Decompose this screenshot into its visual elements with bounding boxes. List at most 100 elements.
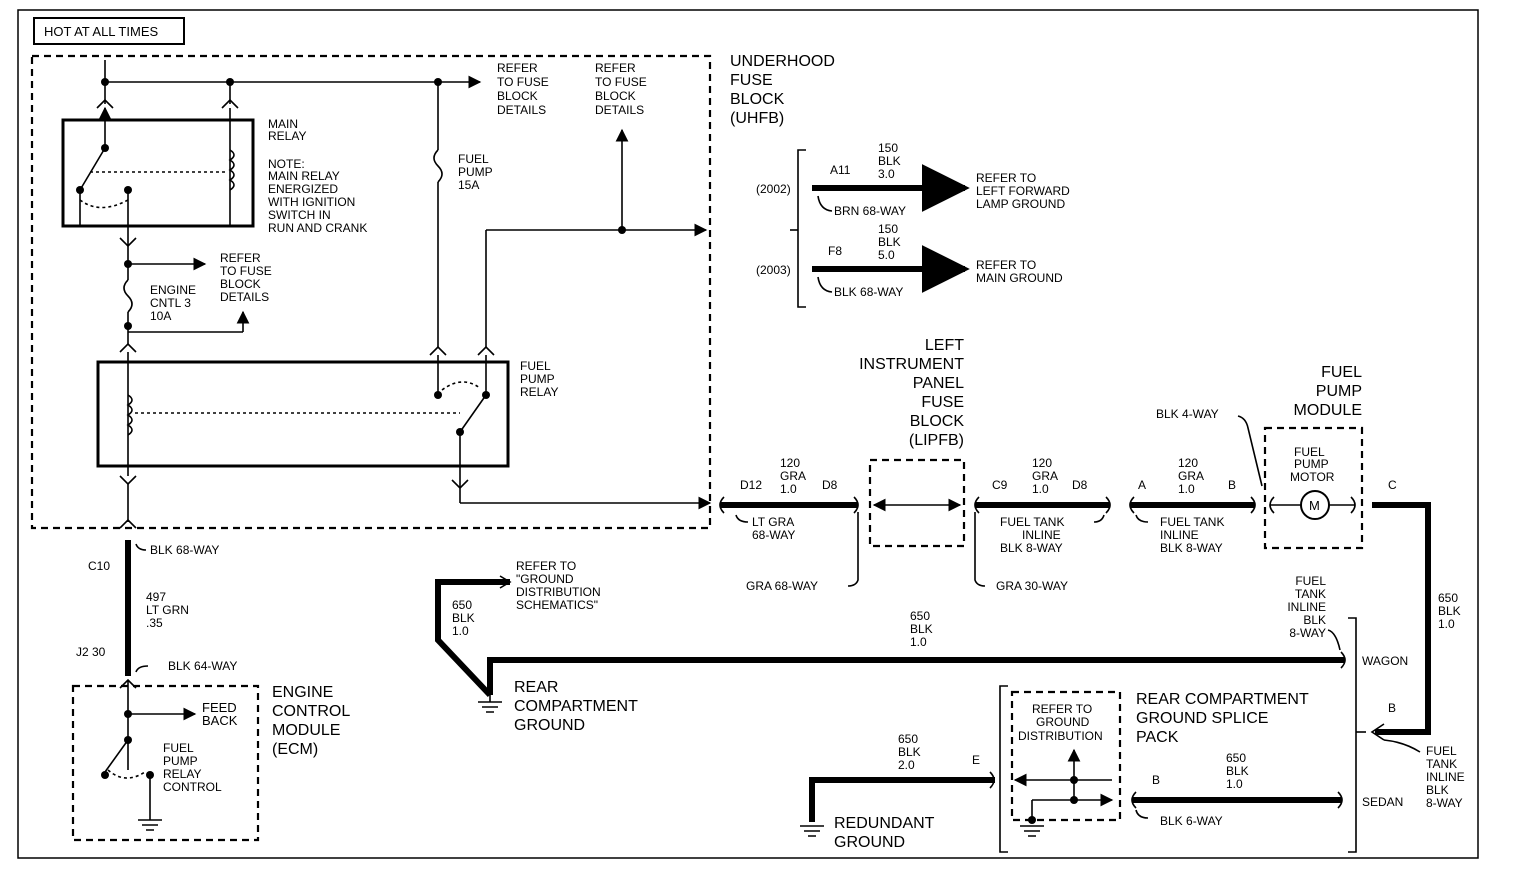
svg-text:REFER TO: REFER TO (516, 559, 576, 573)
conn-lt-gra-68: LT GRA 68-WAY (752, 515, 795, 542)
engine-fuse-symbol (123, 279, 133, 313)
svg-text:BLK: BLK (878, 235, 901, 249)
svg-text:FUEL: FUEL (1426, 744, 1457, 758)
wagon-sedan-bracket (1348, 617, 1357, 853)
svg-text:GRA: GRA (1032, 469, 1058, 483)
svg-text:PUMP: PUMP (520, 372, 555, 386)
refer-fuse-2: REFER TO FUSE BLOCK DETAILS (595, 61, 647, 117)
svg-text:FUEL: FUEL (163, 741, 194, 755)
svg-text:FUEL: FUEL (1294, 445, 1325, 459)
redundant-ground-icon (800, 825, 824, 837)
svg-text:GRA: GRA (780, 469, 806, 483)
svg-text:1.0: 1.0 (1178, 482, 1195, 496)
svg-text:120: 120 (780, 456, 800, 470)
conn-gra-68: GRA 68-WAY (746, 579, 818, 593)
svg-text:CONTROL: CONTROL (163, 780, 222, 794)
year-2003: (2003) (756, 263, 791, 277)
svg-text:PUMP: PUMP (163, 754, 198, 768)
fuel-pump-fuse-symbol (433, 149, 443, 183)
fuel-pump-relay-box (96, 360, 510, 468)
svg-text:BLK: BLK (1426, 783, 1449, 797)
lipfb-outline (868, 458, 966, 548)
wire-120-c-label: 120 GRA 1.0 (1178, 456, 1204, 496)
svg-text:REAR: REAR (514, 679, 558, 696)
svg-text:10A: 10A (150, 309, 171, 323)
outer-frame (17, 9, 1479, 859)
svg-text:INLINE: INLINE (1022, 528, 1061, 542)
pin-d8-b: D8 (1072, 478, 1088, 492)
header-title: HOT AT ALL TIMES (44, 24, 158, 39)
svg-text:BACK: BACK (202, 713, 238, 728)
wire-650-wagon (487, 657, 1345, 695)
wire-650-pump-label: 650 BLK 1.0 (1438, 591, 1461, 631)
svg-text:BLK: BLK (898, 745, 921, 759)
svg-text:REFER TO: REFER TO (976, 258, 1036, 272)
pump-module-outline (1263, 426, 1364, 550)
pin-c: C (1388, 478, 1397, 492)
svg-text:DISTRIBUTION: DISTRIBUTION (1018, 729, 1103, 743)
svg-text:UNDERHOOD: UNDERHOOD (730, 53, 835, 70)
svg-text:MAIN RELAY: MAIN RELAY (268, 169, 340, 183)
dest-main-ground: REFER TO MAIN GROUND (976, 258, 1063, 285)
svg-text:15A: 15A (458, 178, 479, 192)
splice-ground-icon (1020, 825, 1044, 837)
svg-text:650: 650 (452, 598, 472, 612)
svg-text:650: 650 (898, 732, 918, 746)
svg-text:REFER TO: REFER TO (1032, 702, 1092, 716)
svg-text:650: 650 (1438, 591, 1458, 605)
svg-text:NOTE:: NOTE: (268, 157, 305, 171)
wire-120-b-label: 120 GRA 1.0 (1032, 456, 1058, 496)
svg-text:LEFT FORWARD: LEFT FORWARD (976, 184, 1070, 198)
rear-ground-name: REAR COMPARTMENT GROUND (514, 679, 638, 734)
svg-text:1.0: 1.0 (452, 624, 469, 638)
label-wagon: WAGON (1362, 654, 1408, 668)
svg-text:3.0: 3.0 (878, 167, 895, 181)
svg-text:150: 150 (878, 222, 898, 236)
ecm-feedback-label: FEED BACK (202, 700, 238, 728)
pin-d12: D12 (740, 478, 762, 492)
wire-120-a-label: 120 GRA 1.0 (780, 456, 806, 496)
svg-text:FUSE: FUSE (921, 394, 964, 411)
svg-text:ENGINE: ENGINE (272, 684, 333, 701)
svg-text:RELAY: RELAY (268, 129, 306, 143)
year-bracket (797, 149, 806, 308)
wire-150-5: 150 BLK 5.0 (878, 222, 901, 262)
svg-text:BLK: BLK (452, 611, 475, 625)
svg-text:TO FUSE: TO FUSE (497, 75, 549, 89)
svg-text:(ECM): (ECM) (272, 741, 318, 758)
svg-text:CONTROL: CONTROL (272, 703, 350, 720)
svg-text:BLK: BLK (1303, 613, 1326, 627)
svg-text:BLK: BLK (910, 622, 933, 636)
uhfb-name: UNDERHOOD FUSE BLOCK (UHFB) (730, 53, 835, 127)
svg-text:ENERGIZED: ENERGIZED (268, 182, 338, 196)
svg-text:120: 120 (1032, 456, 1052, 470)
svg-text:5.0: 5.0 (878, 248, 895, 262)
wire-650-rear-a (435, 579, 510, 698)
ecm-outline (71, 684, 260, 842)
svg-text:1.0: 1.0 (780, 482, 797, 496)
refer-fuse-3: REFER TO FUSE BLOCK DETAILS (220, 251, 272, 304)
svg-text:REFER TO: REFER TO (976, 171, 1036, 185)
svg-text:1.0: 1.0 (1032, 482, 1049, 496)
pin-j2-30: J2 30 (76, 645, 106, 659)
svg-text:"GROUND: "GROUND (516, 572, 574, 586)
fuel-pump-relay-label: FUEL PUMP RELAY (520, 359, 558, 399)
motor-m: M (1309, 498, 1320, 513)
svg-text:REFER: REFER (595, 61, 636, 75)
fuel-pump-fuse-label: FUEL PUMP 15A (458, 152, 493, 192)
inline-4-label: FUEL TANK INLINE BLK 8-WAY (1426, 744, 1465, 810)
conn-blk68-ecm: BLK 68-WAY (150, 543, 219, 557)
svg-text:BLK 8-WAY: BLK 8-WAY (1160, 541, 1223, 555)
svg-text:FUEL: FUEL (1295, 574, 1326, 588)
svg-text:MAIN: MAIN (268, 117, 298, 131)
svg-text:.35: .35 (146, 616, 163, 630)
svg-text:PANEL: PANEL (913, 375, 964, 392)
svg-text:BLOCK: BLOCK (220, 277, 261, 291)
svg-text:LEFT: LEFT (925, 337, 964, 354)
svg-text:GROUND SPLICE: GROUND SPLICE (1136, 710, 1268, 727)
conn-blk64: BLK 64-WAY (168, 659, 237, 673)
svg-text:1.0: 1.0 (1226, 777, 1243, 791)
wire-650-redundant-label: 650 BLK 2.0 (898, 732, 921, 772)
svg-text:8-WAY: 8-WAY (1426, 796, 1463, 810)
